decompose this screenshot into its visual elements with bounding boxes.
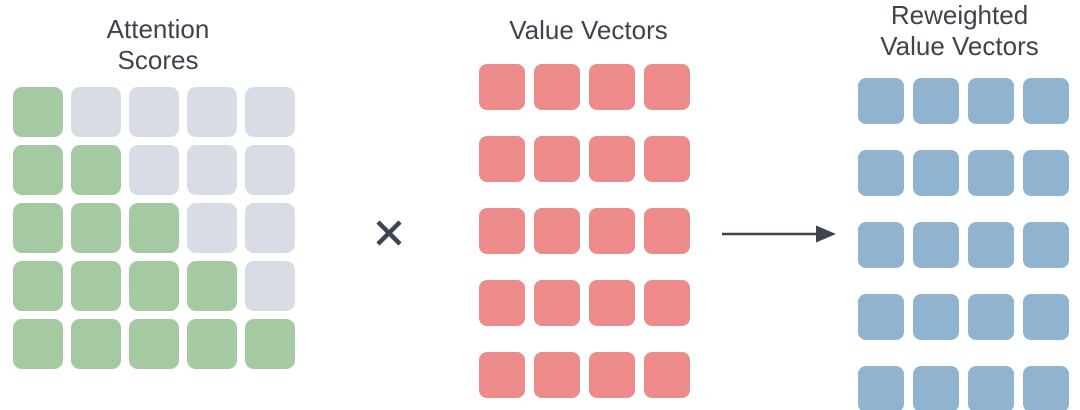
matrix-cell <box>858 294 904 340</box>
matrix-cell <box>71 87 121 137</box>
matrix-cell <box>13 261 63 311</box>
matrix-cell <box>13 87 63 137</box>
matrix-cell <box>534 208 580 254</box>
reweighted-value-vectors-grid <box>858 78 1069 410</box>
matrix-cell <box>245 319 295 369</box>
matrix-cell <box>187 203 237 253</box>
matrix-cell <box>968 78 1014 124</box>
matrix-cell <box>534 64 580 110</box>
matrix-cell <box>71 319 121 369</box>
matrix-cell <box>1023 366 1069 410</box>
matrix-cell <box>913 78 959 124</box>
matrix-cell <box>129 87 179 137</box>
matrix-cell <box>71 145 121 195</box>
matrix-cell <box>13 203 63 253</box>
matrix-cell <box>913 294 959 340</box>
matrix-cell <box>245 203 295 253</box>
matrix-cell <box>644 280 690 326</box>
matrix-cell <box>71 203 121 253</box>
value-vectors-title: Value Vectors <box>509 15 668 45</box>
matrix-cell <box>479 136 525 182</box>
matrix-cell <box>644 352 690 398</box>
matrix-cell <box>858 78 904 124</box>
matrix-cell <box>245 261 295 311</box>
matrix-cell <box>245 87 295 137</box>
matrix-cell <box>589 64 635 110</box>
matrix-cell <box>187 145 237 195</box>
matrix-cell <box>479 280 525 326</box>
matrix-cell <box>71 261 121 311</box>
matrix-cell <box>187 261 237 311</box>
matrix-cell <box>913 150 959 196</box>
matrix-cell <box>913 366 959 410</box>
matrix-cell <box>589 352 635 398</box>
matrix-cell <box>13 145 63 195</box>
matrix-cell <box>968 150 1014 196</box>
matrix-cell <box>129 261 179 311</box>
matrix-cell <box>479 64 525 110</box>
arrow-right-icon <box>718 214 840 254</box>
multiply-icon <box>366 210 412 256</box>
attention-scores-title: Attention Scores <box>106 14 210 75</box>
matrix-cell <box>644 64 690 110</box>
matrix-cell <box>1023 78 1069 124</box>
matrix-cell <box>644 136 690 182</box>
matrix-cell <box>534 352 580 398</box>
matrix-cell <box>1023 222 1069 268</box>
reweighted-value-vectors-title: Reweighted Value Vectors <box>880 0 1039 61</box>
matrix-cell <box>589 208 635 254</box>
matrix-cell <box>968 366 1014 410</box>
matrix-cell <box>589 136 635 182</box>
matrix-cell <box>534 280 580 326</box>
matrix-cell <box>858 366 904 410</box>
value-vectors-grid <box>479 64 690 398</box>
matrix-cell <box>968 294 1014 340</box>
matrix-cell <box>534 136 580 182</box>
matrix-cell <box>129 145 179 195</box>
attention-scores-grid <box>13 87 295 369</box>
matrix-cell <box>1023 294 1069 340</box>
matrix-cell <box>858 150 904 196</box>
matrix-cell <box>187 319 237 369</box>
matrix-cell <box>187 87 237 137</box>
matrix-cell <box>913 222 959 268</box>
matrix-cell <box>589 280 635 326</box>
matrix-cell <box>129 203 179 253</box>
matrix-cell <box>479 208 525 254</box>
matrix-cell <box>968 222 1014 268</box>
matrix-cell <box>1023 150 1069 196</box>
matrix-cell <box>129 319 179 369</box>
matrix-cell <box>245 145 295 195</box>
matrix-cell <box>479 352 525 398</box>
matrix-cell <box>858 222 904 268</box>
matrix-cell <box>644 208 690 254</box>
matrix-cell <box>13 319 63 369</box>
